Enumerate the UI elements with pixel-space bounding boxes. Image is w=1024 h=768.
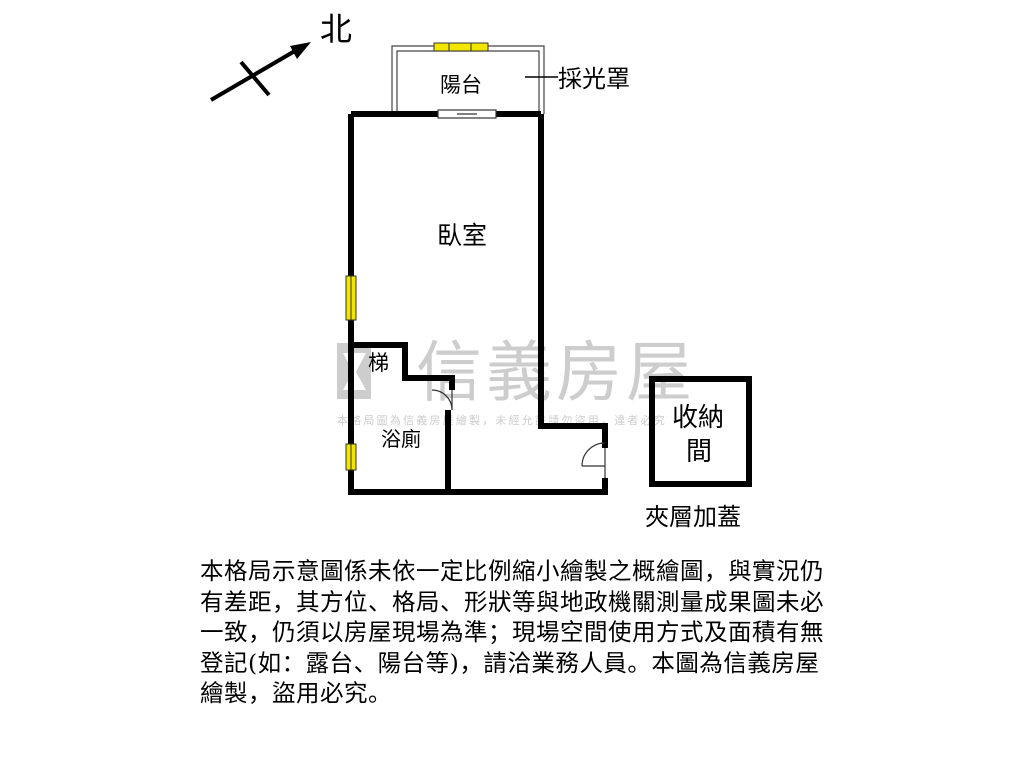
- room-label-balcony: 陽台: [440, 73, 482, 97]
- disclaimer-text: 本格局示意圖係未依一定比例縮小繪製之概繪圖，與實況仍有差距，其方位、格局、形狀等…: [200, 557, 824, 707]
- room-label-storage-line1: 收納: [672, 403, 724, 433]
- north-compass: 北: [209, 10, 352, 102]
- skylight-label: 採光罩: [558, 65, 630, 93]
- watermark-logo-text: 信義房屋: [416, 334, 696, 411]
- balcony-window: [433, 42, 489, 52]
- storage-room: 收納 間: [649, 376, 752, 487]
- balcony: 陽台: [391, 42, 545, 114]
- north-arrow-icon: [290, 42, 311, 59]
- entrance-door: [581, 442, 606, 478]
- watermark: 信義房屋 本格局圖為信義房屋繪製，未經允許請勿盜用，違者必究: [337, 334, 696, 427]
- room-label-storage-line2: 間: [686, 437, 712, 467]
- north-label: 北: [320, 10, 352, 48]
- watermark-notice: 本格局圖為信義房屋繪製，未經允許請勿盜用，違者必究: [337, 413, 667, 427]
- bathroom-window: [345, 443, 357, 471]
- bedroom-window: [345, 275, 357, 321]
- room-label-stairs: 梯: [368, 351, 389, 375]
- bathroom-door: [431, 389, 453, 411]
- room-label-bedroom: 臥室: [437, 221, 487, 250]
- mezzanine-label: 夾層加蓋: [645, 503, 741, 531]
- balcony-sliding-door: [437, 109, 497, 119]
- room-label-bathroom: 浴廁: [381, 427, 421, 451]
